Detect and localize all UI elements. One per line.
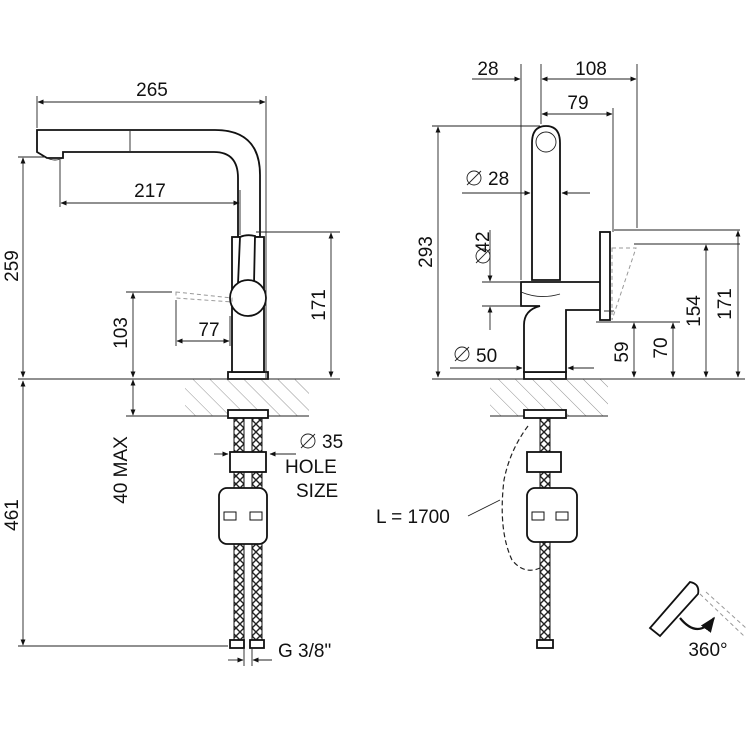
rotation-360-icon: 360° [648, 581, 747, 661]
countertop-side [490, 371, 608, 419]
dim-259: 259 [2, 250, 23, 282]
dim-103: 103 [111, 317, 132, 349]
spout-side [531, 125, 561, 281]
spout-front [36, 129, 261, 238]
dim-217: 217 [134, 181, 166, 202]
dim-171-front: 171 [309, 289, 330, 321]
dim-28-top: 28 [477, 59, 498, 80]
hole-label-1: HOLE [285, 457, 337, 478]
hole-label-2: SIZE [296, 481, 338, 502]
supply-hoses-front [218, 417, 268, 649]
dim-79: 79 [567, 93, 588, 114]
faucet-body-side [520, 281, 605, 373]
dim-thread: G 3/8" [278, 641, 331, 662]
dim-59: 59 [612, 341, 633, 362]
rotation-label: 360° [688, 640, 727, 661]
dim-hose-length: L = 1700 [376, 507, 450, 528]
dim-461: 461 [2, 499, 23, 531]
dim-77: 77 [198, 320, 219, 341]
countertop-front [185, 371, 309, 419]
dims-front: 265 217 259 171 77 103 [2, 80, 343, 666]
dim-hole-35: 35 [322, 432, 343, 453]
dim-108: 108 [575, 59, 607, 80]
dim-dia-42: 42 [473, 231, 494, 252]
dim-40-max: 40 MAX [111, 436, 132, 504]
dim-265: 265 [136, 80, 168, 101]
dim-293: 293 [416, 236, 437, 268]
dim-171-side: 171 [715, 288, 736, 320]
lever-side [599, 231, 637, 321]
dim-dia-50: 50 [476, 346, 497, 367]
lever-front [175, 234, 267, 317]
supply-hoses-side [501, 417, 578, 649]
front-view: 265 217 259 171 77 103 [2, 80, 343, 666]
dim-dia-28: 28 [488, 169, 509, 190]
dim-154: 154 [684, 295, 705, 327]
dims-side: 28 108 79 293 28 42 [376, 59, 745, 528]
dim-70: 70 [651, 337, 672, 358]
side-view: 28 108 79 293 28 42 [376, 59, 745, 649]
